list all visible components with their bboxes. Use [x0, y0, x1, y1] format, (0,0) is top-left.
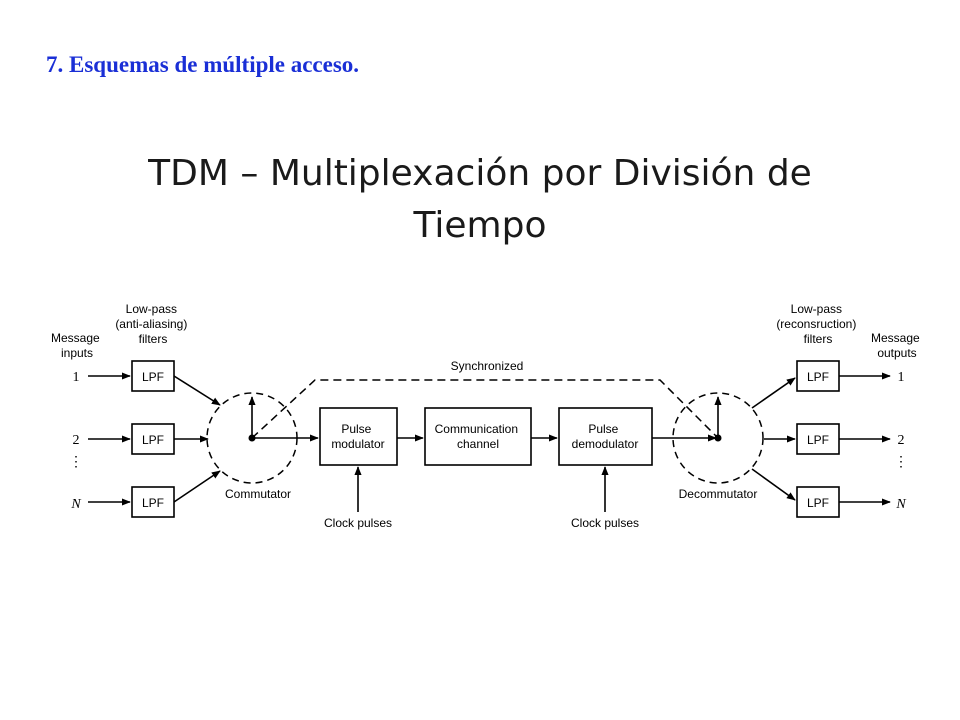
svg-text:LPF: LPF — [807, 433, 829, 447]
lpf1-to-commutator-arrow — [173, 375, 221, 406]
clock-pulses-label-rx: Clock pulses — [571, 516, 639, 530]
tx-lpf-n: LPF — [131, 486, 175, 518]
input-channel-1-label: 1 — [73, 370, 80, 385]
slide-title-line-1: TDM – Multiplexación por División de — [148, 153, 812, 194]
pulse-modulator-block: Pulse modulator — [319, 407, 398, 466]
svg-text:LPF: LPF — [807, 496, 829, 510]
tx-filters-label: Low-pass (anti-aliasing) filters — [115, 302, 190, 346]
output-channel-2-label: 2 — [898, 433, 905, 448]
input-channel-n-label: N — [70, 497, 81, 512]
svg-text:Pulse demodulator: Pulse demodulator — [572, 422, 639, 451]
slide-title: TDM – Multiplexación por División de Tie… — [0, 148, 960, 252]
svg-text:LPF: LPF — [142, 433, 164, 447]
output-channel-n-label: N — [895, 497, 906, 512]
rx-lpf-n: LPF — [796, 486, 840, 518]
input-channel-2-label: 2 — [73, 433, 80, 448]
synchronized-label: Synchronized — [451, 359, 524, 373]
lpfn-to-commutator-arrow — [173, 470, 221, 503]
commutator-label: Commutator — [225, 487, 291, 501]
tx-lpf-1: LPF — [131, 360, 175, 392]
rx-filters-label: Low-pass (reconsruction) filters — [776, 302, 859, 346]
pulse-demodulator-block: Pulse demodulator — [558, 407, 653, 466]
output-channel-1-label: 1 — [898, 370, 905, 385]
message-outputs-label: Message outputs — [871, 331, 923, 360]
svg-text:LPF: LPF — [807, 370, 829, 384]
rx-lpf-2: LPF — [796, 423, 840, 455]
tx-lpf-2: LPF — [131, 423, 175, 455]
svg-text:LPF: LPF — [142, 496, 164, 510]
output-ellipsis: ⋮ — [894, 455, 908, 470]
decommutator-to-lpf1-arrow — [751, 377, 796, 409]
decommutator-label: Decommutator — [679, 487, 758, 501]
synchronized-line — [251, 379, 719, 439]
section-title: 7. Esquemas de múltiple acceso. — [46, 52, 360, 77]
clock-pulses-label-tx: Clock pulses — [324, 516, 392, 530]
decommutator — [672, 392, 764, 484]
message-inputs-label: Message inputs — [51, 331, 103, 360]
communication-channel-block: Communication channel — [424, 407, 532, 466]
slide-title-line-2: Tiempo — [413, 205, 547, 246]
rx-lpf-1: LPF — [796, 360, 840, 392]
input-ellipsis: ⋮ — [69, 455, 83, 470]
svg-text:LPF: LPF — [142, 370, 164, 384]
decommutator-to-lpfn-arrow — [751, 468, 796, 501]
svg-text:Communication channel: Communication channel — [435, 422, 522, 451]
svg-text:Pulse modulator: Pulse modulator — [331, 422, 384, 451]
